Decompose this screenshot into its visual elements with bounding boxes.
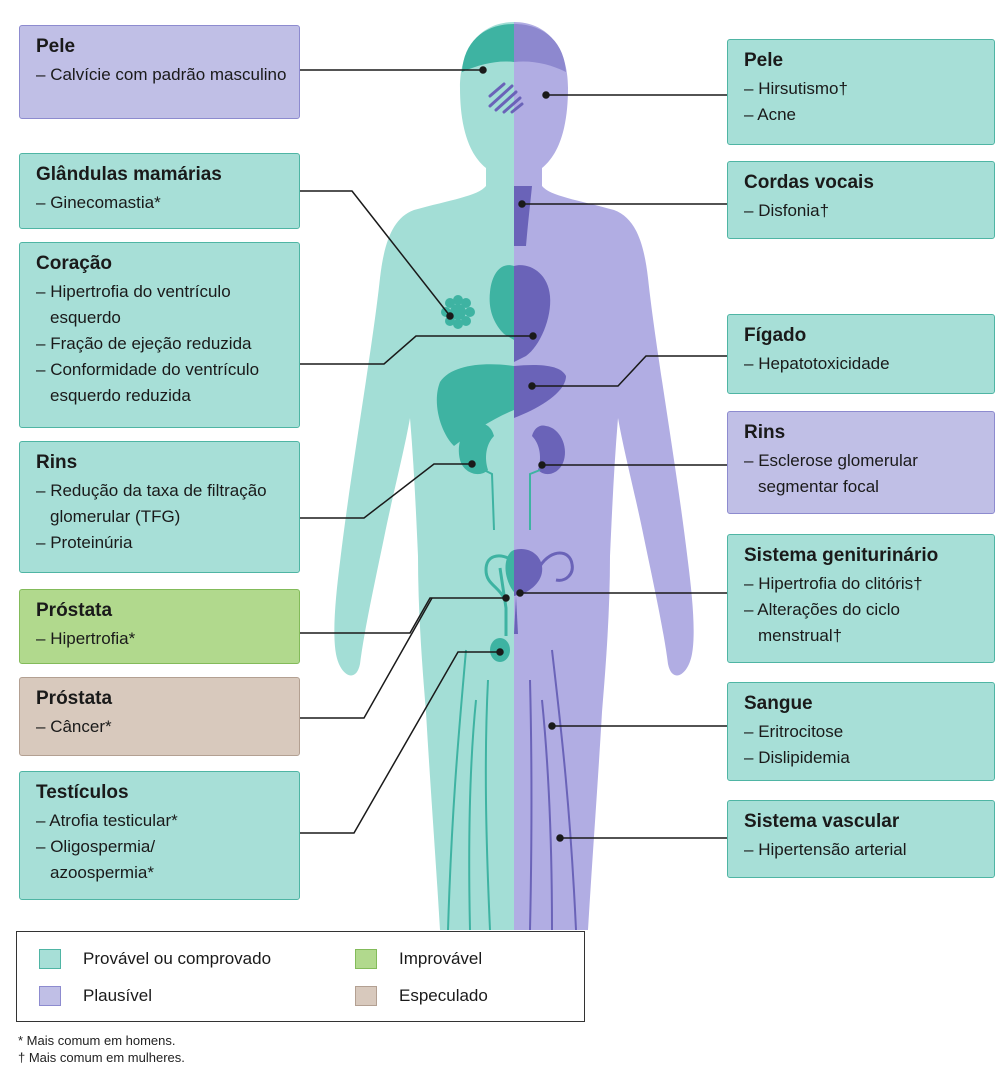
- legend-swatch-speculated: [355, 986, 377, 1006]
- box-item: Oligospermia/ azoospermia*: [36, 834, 210, 886]
- box-item: Hipertensão arterial: [744, 837, 984, 863]
- box-title: Próstata: [36, 686, 289, 712]
- legend-swatch-plausible: [39, 986, 61, 1006]
- box-item: Disfonia†: [744, 198, 984, 224]
- box-item: Hipertrofia do clitóris†: [744, 571, 984, 597]
- box-testicles: Testículos Atrofia testicular* Oligosper…: [19, 771, 300, 900]
- box-genitourinary: Sistema geniturinário Hipertrofia do cli…: [727, 534, 995, 663]
- box-title: Coração: [36, 251, 289, 277]
- box-title: Glândulas mamárias: [36, 162, 289, 188]
- box-item: Alterações do ciclo menstrual†: [744, 597, 948, 649]
- legend-label: Plausível: [83, 986, 152, 1006]
- box-item: Eritrocitose: [744, 719, 984, 745]
- box-heart: Coração Hipertrofia do ventrículo esquer…: [19, 242, 300, 428]
- box-title: Sistema geniturinário: [744, 543, 984, 569]
- box-item: Fração de ejeção reduzida: [36, 331, 289, 357]
- box-item: Acne: [744, 102, 984, 128]
- legend-label: Improvável: [399, 949, 482, 969]
- box-mammary: Glândulas mamárias Ginecomastia*: [19, 153, 300, 229]
- box-title: Cordas vocais: [744, 170, 984, 196]
- box-item: Dislipidemia: [744, 745, 984, 771]
- box-item: Atrofia testicular*: [36, 808, 289, 834]
- box-item: Esclerose glomerular segmentar focal: [744, 448, 984, 500]
- box-title: Pele: [744, 48, 984, 74]
- box-prostate-hypertrophy: Próstata Hipertrofia*: [19, 589, 300, 664]
- legend-item-speculated: Especulado: [355, 986, 488, 1006]
- footnote-male: * Mais comum em homens.: [18, 1032, 185, 1049]
- body-silhouette: [334, 22, 693, 930]
- box-vocal-cords: Cordas vocais Disfonia†: [727, 161, 995, 239]
- box-skin-male: Pele Calvície com padrão masculino: [19, 25, 300, 119]
- box-item: Hepatotoxicidade: [744, 351, 984, 377]
- box-item: Conformidade do ventrículo esquerdo redu…: [36, 357, 289, 409]
- box-item: Hirsutismo†: [744, 76, 984, 102]
- box-skin-female: Pele Hirsutismo† Acne: [727, 39, 995, 145]
- legend-label: Provável ou comprovado: [83, 949, 271, 969]
- legend-item-plausible: Plausível: [39, 986, 152, 1006]
- box-item: Hipertrofia*: [36, 626, 289, 652]
- box-liver: Fígado Hepatotoxicidade: [727, 314, 995, 394]
- box-title: Rins: [744, 420, 984, 446]
- legend-item-unlikely: Improvável: [355, 949, 482, 969]
- box-kidneys-female: Rins Esclerose glomerular segmentar foca…: [727, 411, 995, 514]
- box-item: Câncer*: [36, 714, 289, 740]
- box-kidneys-male: Rins Redução da taxa de filtração glomer…: [19, 441, 300, 573]
- box-title: Sistema vascular: [744, 809, 984, 835]
- box-item: Proteinúria: [36, 530, 289, 556]
- legend-label: Especulado: [399, 986, 488, 1006]
- box-title: Sangue: [744, 691, 984, 717]
- box-title: Testículos: [36, 780, 289, 806]
- box-item: Redução da taxa de filtração glomerular …: [36, 478, 289, 530]
- box-prostate-cancer: Próstata Câncer*: [19, 677, 300, 756]
- box-item: Hipertrofia do ventrículo esquerdo: [36, 279, 289, 331]
- footnote-female: † Mais comum em mulheres.: [18, 1049, 185, 1066]
- box-title: Pele: [36, 34, 289, 60]
- legend-item-likely: Provável ou comprovado: [39, 949, 271, 969]
- box-vascular: Sistema vascular Hipertensão arterial: [727, 800, 995, 878]
- box-item: Ginecomastia*: [36, 190, 289, 216]
- legend-swatch-unlikely: [355, 949, 377, 969]
- box-item: Calvície com padrão masculino: [36, 62, 289, 88]
- legend-swatch-likely: [39, 949, 61, 969]
- box-title: Próstata: [36, 598, 289, 624]
- box-blood: Sangue Eritrocitose Dislipidemia: [727, 682, 995, 781]
- legend: Provável ou comprovado Improvável Plausí…: [16, 931, 585, 1022]
- box-title: Rins: [36, 450, 289, 476]
- box-title: Fígado: [744, 323, 984, 349]
- footnotes: * Mais comum em homens. † Mais comum em …: [18, 1032, 185, 1066]
